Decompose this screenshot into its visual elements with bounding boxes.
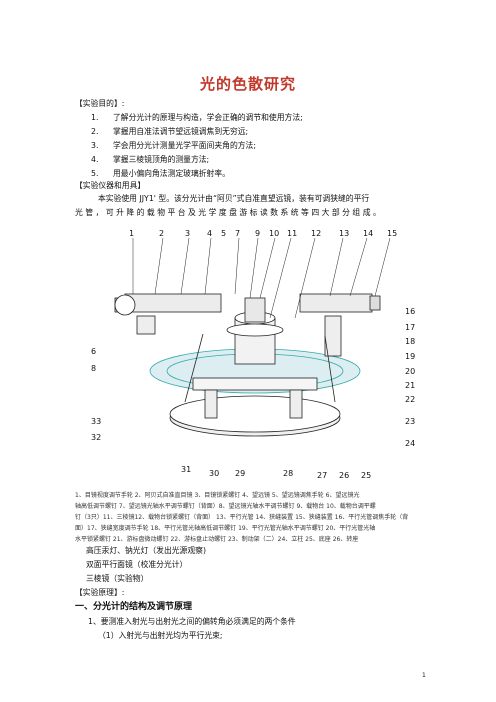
diagram-label-32: 32 [91,433,101,442]
diagram-label-5: 5 [221,229,226,238]
diagram-label-20: 20 [405,367,415,376]
diagram-label-31: 31 [181,465,191,474]
paragraph-subitem: （1）入射光与出射光均为平行光束; [98,631,223,640]
apparatus-prism: 三棱镜（实验物） [86,574,149,583]
diagram-label-9: 9 [255,229,260,238]
page-number: 1 [422,672,426,679]
diagram-label-23: 23 [405,417,415,426]
diagram-label-14: 14 [363,229,373,238]
diagram-label-10: 10 [269,229,279,238]
diagram-label-33: 33 [91,417,101,426]
apparatus-heading: 【实验仪器和用具】 [75,181,146,190]
diagram-label-27: 27 [317,471,327,480]
diagram-label-25: 25 [361,471,371,480]
caption-line: 面）17、狭缝宽度调节手轮 18、平行光管光轴高低调节螺钉 19、平行光管光轴水… [75,525,376,532]
apparatus-paragraph-line-2: 光 管 ， 可 升 降 的 载 物 平 台 及 光 学 度 盘 游 标 读 数 … [75,208,381,217]
spectrometer-diagram: 1 2 3 4 5 7 9 10 11 12 13 14 15 16 17 18… [91,229,415,480]
diagram-label-1: 1 [129,229,134,238]
caption-line: 轴高低调节螺钉 7、望远镜光轴水平调节螺钉（背面）8、望远镜光轴水平调节螺钉 9… [75,503,376,510]
diagram-label-19: 19 [405,352,415,361]
page-title: 光的色散研究 [199,75,296,93]
diagram-label-28: 28 [283,469,293,478]
diagram-label-21: 21 [405,381,415,390]
diagram-label-17: 17 [405,323,415,332]
diagram-label-26: 26 [339,471,349,480]
caption-line: 钉（3只）11、三棱镜12、载物台锁紧螺钉（背面） 13、平行光管 14、狭缝装… [75,514,409,521]
paragraph-item: 1、要测准入射光与出射光之间的偏转角必须满足的两个条件 [88,617,296,626]
diagram-label-11: 11 [287,229,297,238]
caption-line: 水平锁紧螺钉 21、游标盘微动螺钉 22、游标盘止动螺钉 23、制动架（二）24… [75,536,359,543]
diagram-label-7: 7 [235,229,240,238]
diagram-label-13: 13 [339,229,349,238]
diagram-label-29: 29 [235,469,245,478]
diagram-label-16: 16 [405,307,415,316]
diagram-label-3: 3 [185,229,190,238]
principle-heading: 【实验原理】: [75,588,125,597]
diagram-label-8: 8 [91,364,96,373]
purpose-heading: 【实验目的】: [75,99,125,108]
diagram-label-24: 24 [405,439,415,448]
diagram-label-15: 15 [387,229,397,238]
caption-line: 1、目镜视度调节手轮 2、阿贝式自准直目镜 3、目镜锁紧螺钉 4、望远镜 5、望… [75,492,360,499]
diagram-caption: 1、目镜视度调节手轮 2、阿贝式自准直目镜 3、目镜锁紧螺钉 4、望远镜 5、望… [75,490,435,545]
section-heading: 一、分光计的结构及调节原理 [75,602,193,612]
diagram-label-30: 30 [209,469,219,478]
diagram-label-2: 2 [159,229,164,238]
diagram-label-12: 12 [311,229,321,238]
apparatus-light-source: 高压汞灯、钠光灯（发出光源观察) [86,546,206,555]
apparatus-mirror: 双面平行面镜（校准分光计） [86,560,188,569]
apparatus-paragraph-line-1: 本实验使用 JJY1' 型。该分光计由“阿贝”式自准直望远镜，装有可调狭缝的平行 [98,194,370,203]
diagram-label-4: 4 [207,229,212,238]
diagram-label-22: 22 [405,395,415,404]
diagram-label-18: 18 [405,337,415,346]
diagram-label-6: 6 [91,347,96,356]
